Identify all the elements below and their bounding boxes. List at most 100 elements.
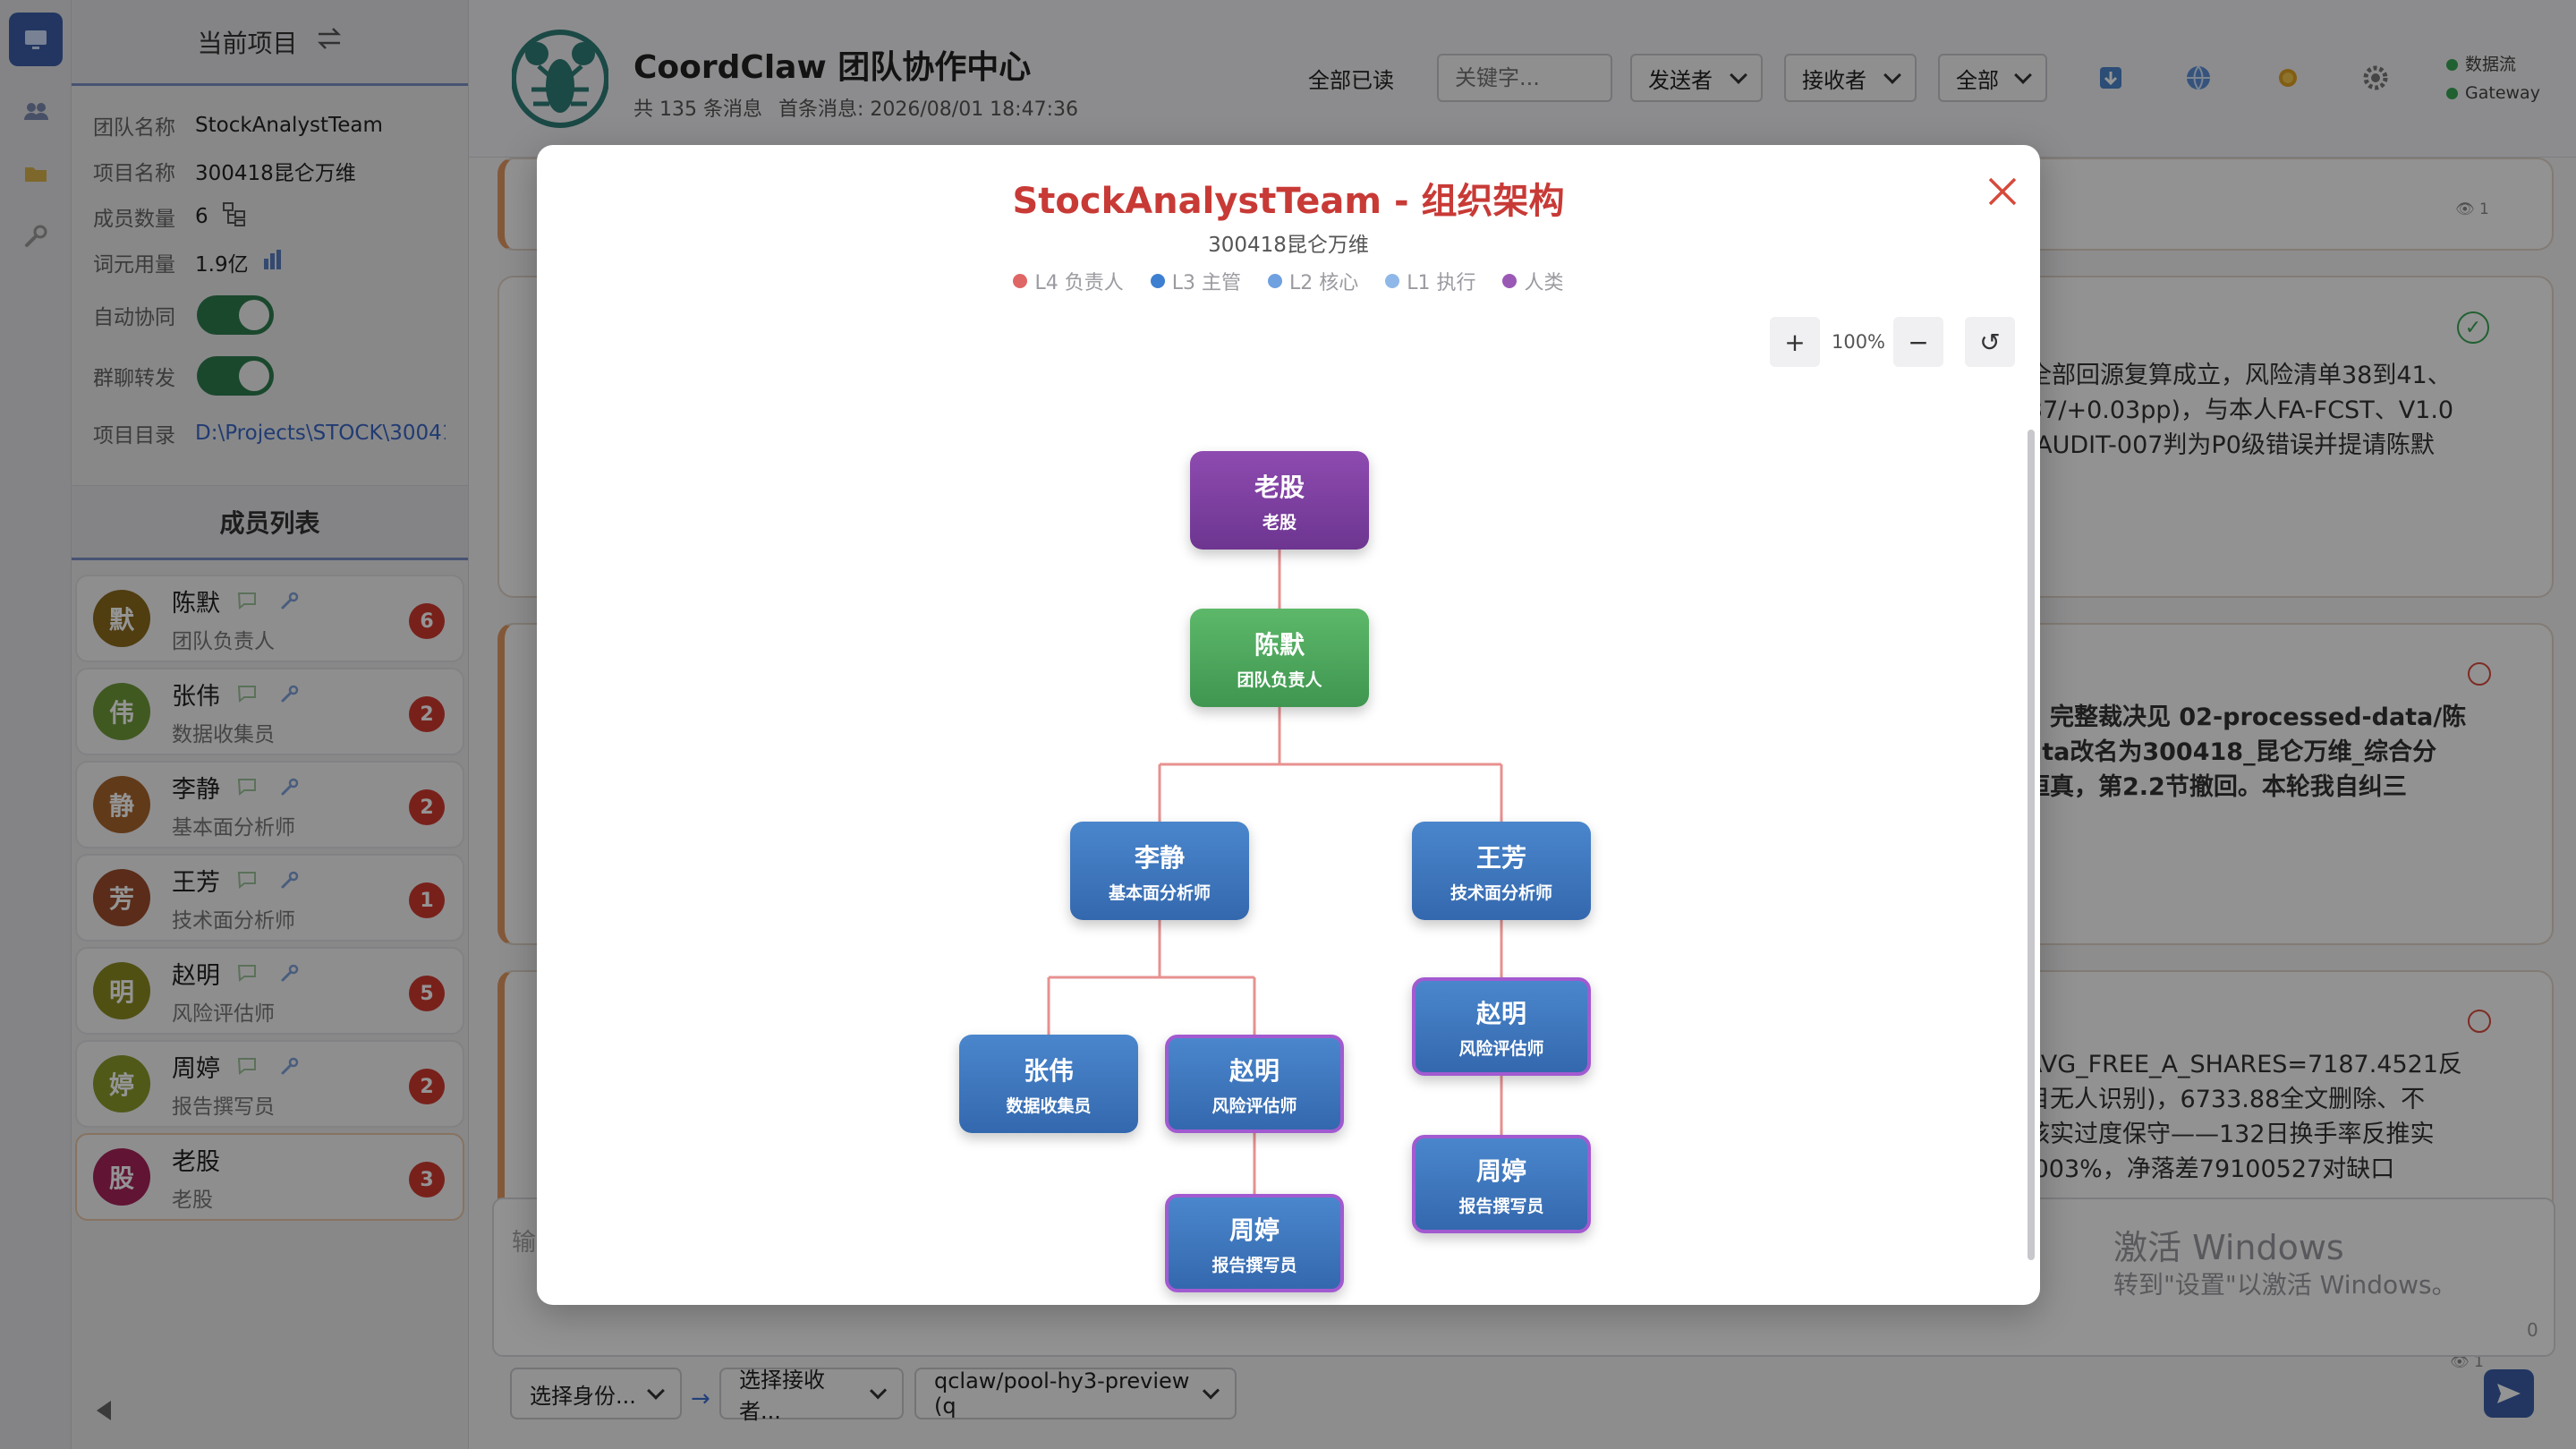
member-role: 报告撰写员: [172, 1095, 275, 1119]
unread-badge: 2: [409, 696, 445, 732]
org-node-risk[interactable]: 赵明风险评估师: [1412, 977, 1591, 1076]
member-name: 老股: [172, 1147, 220, 1176]
seen-count: 👁 1: [2455, 200, 2489, 218]
member-name: 王芳: [172, 868, 220, 897]
chat-icon[interactable]: [236, 962, 258, 984]
search-input[interactable]: [1455, 65, 1607, 90]
legend-item: 人类: [1502, 267, 1564, 295]
member-count-label: 成员数量: [93, 207, 175, 231]
bar-chart-icon[interactable]: [261, 248, 285, 277]
avatar: 静: [93, 776, 150, 833]
scrollbar-thumb[interactable]: [2028, 430, 2035, 1260]
char-counter: 0: [2527, 1319, 2538, 1341]
wrench-icon[interactable]: [279, 869, 301, 891]
group-forward-label: 群聊转发: [93, 367, 175, 390]
member-item[interactable]: 静 李静基本面分析师 2: [75, 761, 464, 848]
wrench-icon[interactable]: [9, 209, 63, 263]
composer-placeholder: 输: [512, 1229, 536, 1257]
monitor-icon[interactable]: [9, 13, 63, 66]
message-stats: 共 135 条消息首条消息: 2026/08/01 18:47:36: [633, 93, 1094, 122]
member-role: 团队负责人: [172, 629, 275, 653]
status-dot-icon: [2446, 87, 2458, 99]
legend-item: L3 主管: [1150, 267, 1241, 295]
org-node-lead[interactable]: 陈默团队负责人: [1190, 609, 1369, 707]
member-item[interactable]: 芳 王芳技术面分析师 1: [75, 854, 464, 942]
globe-icon[interactable]: [2183, 63, 2214, 93]
sender-select[interactable]: 发送者: [1630, 54, 1763, 102]
recipient-select[interactable]: 选择接收者...: [719, 1368, 904, 1424]
recipient-select-label: 选择接收者...: [739, 1368, 825, 1424]
org-node-fundamental[interactable]: 李静基本面分析师: [1070, 822, 1249, 920]
close-icon[interactable]: [1983, 172, 2022, 211]
member-role: 数据收集员: [172, 722, 275, 746]
chat-icon[interactable]: [236, 776, 258, 797]
wrench-icon[interactable]: [279, 590, 301, 611]
wrench-icon[interactable]: [279, 962, 301, 984]
token-usage-label: 词元用量: [93, 252, 175, 277]
wrench-icon[interactable]: [279, 683, 301, 704]
project-dir-link[interactable]: D:\Projects\STOCK\300418: [195, 422, 446, 445]
reset-zoom-button[interactable]: ↺: [1965, 317, 2015, 367]
avatar: 明: [93, 962, 150, 1019]
legend-dot-icon: [1267, 274, 1282, 288]
swap-icon[interactable]: [316, 27, 343, 56]
windows-watermark: 激活 Windows: [2113, 1228, 2344, 1267]
identity-select-label: 选择身份...: [530, 1383, 636, 1409]
org-node-reporter[interactable]: 周婷报告撰写员: [1412, 1135, 1591, 1233]
collapse-panel-icon[interactable]: [97, 1401, 111, 1420]
mark-all-read-button[interactable]: 全部已读: [1308, 67, 1394, 93]
sun-icon[interactable]: [2273, 63, 2303, 93]
wrench-icon[interactable]: [279, 1055, 301, 1077]
chat-icon[interactable]: [236, 683, 258, 704]
arrow-right-icon: →: [691, 1385, 710, 1412]
member-item[interactable]: 股 老股老股 3: [75, 1133, 464, 1221]
search-box: [1437, 54, 1612, 102]
wrench-icon[interactable]: [279, 776, 301, 797]
windows-watermark-sub: 转到"设置"以激活 Windows。: [2113, 1270, 2457, 1300]
chat-icon[interactable]: [236, 1055, 258, 1077]
member-item[interactable]: 伟 张伟数据收集员 2: [75, 668, 464, 755]
member-role: 风险评估师: [172, 1002, 275, 1026]
chat-icon[interactable]: [236, 869, 258, 891]
member-item[interactable]: 婷 周婷报告撰写员 2: [75, 1040, 464, 1128]
scope-select[interactable]: 全部: [1938, 54, 2047, 102]
download-icon[interactable]: [2096, 63, 2126, 93]
org-node-technical[interactable]: 王芳技术面分析师: [1412, 822, 1591, 920]
org-node-risk[interactable]: 赵明风险评估师: [1165, 1035, 1344, 1133]
modal-subtitle: 300418昆仑万维: [1208, 234, 1369, 257]
send-icon: [2497, 1384, 2521, 1403]
legend-item: L2 核心: [1267, 267, 1358, 295]
project-name-value: 300418昆仑万维: [195, 161, 356, 185]
member-role: 老股: [172, 1188, 213, 1212]
connector: [1047, 920, 1256, 1035]
identity-select[interactable]: 选择身份...: [510, 1368, 682, 1419]
users-icon[interactable]: [9, 84, 63, 138]
gear-icon[interactable]: [2360, 63, 2391, 93]
icon-rail: [0, 0, 72, 1449]
chat-icon[interactable]: [236, 590, 258, 611]
org-node-data-collector[interactable]: 张伟数据收集员: [959, 1035, 1138, 1133]
member-item[interactable]: 明 赵明风险评估师 5: [75, 947, 464, 1035]
org-chart-icon[interactable]: [221, 200, 248, 233]
org-node-root[interactable]: 老股老股: [1190, 451, 1369, 550]
org-node-reporter[interactable]: 周婷报告撰写员: [1165, 1194, 1344, 1292]
total-messages: 共 135 条消息: [633, 98, 762, 121]
zoom-in-button[interactable]: +: [1770, 317, 1820, 367]
zoom-out-button[interactable]: −: [1893, 317, 1943, 367]
avatar: 芳: [93, 869, 150, 926]
member-item[interactable]: 默 陈默团队负责人 6: [75, 575, 464, 662]
auto-collab-toggle[interactable]: [197, 295, 274, 335]
model-select[interactable]: qclaw/pool-hy3-preview (q: [914, 1368, 1237, 1419]
folder-icon[interactable]: [9, 147, 63, 200]
app-header: CoordClaw 团队协作中心 共 135 条消息首条消息: 2026/08/…: [469, 0, 2576, 158]
group-forward-toggle[interactable]: [197, 356, 274, 396]
team-name-label: 团队名称: [93, 115, 175, 140]
receiver-select[interactable]: 接收者: [1784, 54, 1917, 102]
first-message-time: 首条消息: 2026/08/01 18:47:36: [778, 98, 1078, 121]
send-button[interactable]: [2484, 1369, 2534, 1418]
member-name: 张伟: [172, 682, 220, 711]
